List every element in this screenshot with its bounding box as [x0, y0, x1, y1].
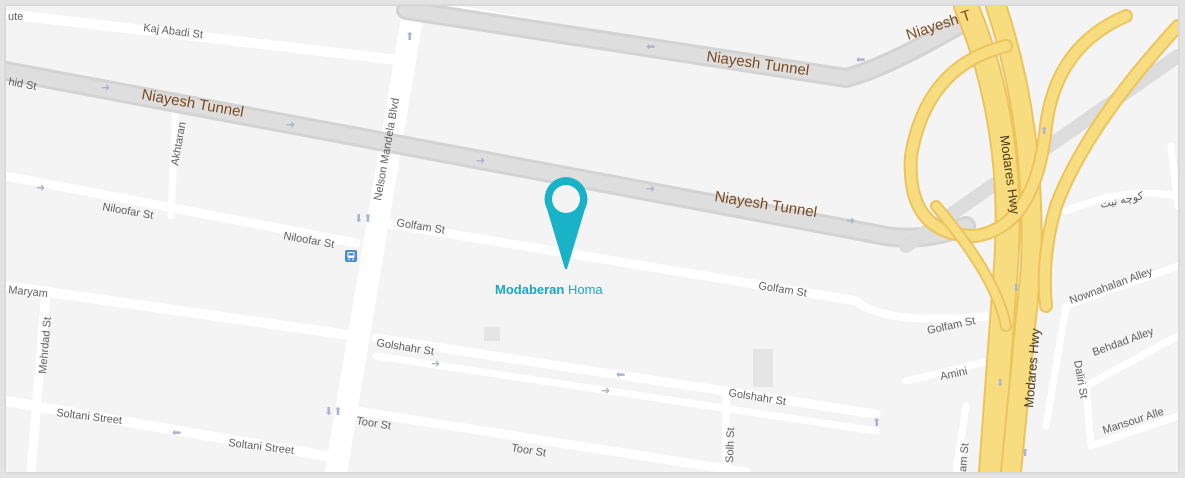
svg-text:⬆: ⬆ — [1040, 126, 1048, 137]
svg-text:⬇⬆: ⬇⬆ — [324, 406, 342, 418]
street-label: am St — [957, 443, 971, 472]
street-label: Niayesh Tunnel — [705, 48, 810, 79]
street-label: Toor St — [511, 442, 547, 459]
svg-text:⬇⬆: ⬇⬆ — [354, 213, 372, 225]
svg-text:➜: ➜ — [286, 119, 295, 131]
street-label: Golfam St — [758, 280, 808, 300]
svg-text:➜: ➜ — [846, 215, 855, 227]
marker-name-rest: Homa — [567, 282, 603, 297]
street-label: Mehrdad St — [37, 317, 54, 375]
marker-name-bold: Modaberan — [495, 282, 565, 297]
street-label: Modares Hwy — [1021, 327, 1043, 408]
svg-text:⬇: ⬇ — [1012, 283, 1020, 294]
map-frame[interactable]: ➜ ➜ ➜ ➜ ➜ ➜ ➜ ➜ ⬅ ⬅ ⬅ ⬅ ⬆ ⬇⬆ ⬇⬆ ⬆ ⬇ ⬆ ⬆ … — [6, 6, 1178, 472]
street-label: Soltani Street — [228, 437, 295, 457]
street-label: Amini — [939, 365, 968, 382]
svg-text:➜: ➜ — [601, 385, 610, 397]
svg-text:➜: ➜ — [36, 182, 45, 194]
street-label: Maryam — [8, 284, 49, 300]
svg-text:⬅: ⬅ — [172, 427, 181, 439]
street-label: Toor St — [356, 415, 392, 432]
svg-text:⬆: ⬆ — [405, 31, 414, 43]
street-label: Nownahalan Alley — [1068, 265, 1155, 306]
svg-text:➜: ➜ — [431, 358, 440, 370]
svg-text:⬅: ⬅ — [616, 369, 625, 381]
location-pin-icon[interactable] — [541, 175, 591, 276]
svg-text:➜: ➜ — [101, 82, 110, 94]
marker-label[interactable]: Modaberan Homa — [495, 282, 603, 297]
svg-text:➜: ➜ — [646, 183, 655, 195]
modares-highway — [903, 6, 1178, 472]
svg-text:⬆: ⬆ — [1021, 448, 1029, 459]
street-label: Solh St — [724, 427, 737, 463]
svg-text:➜: ➜ — [476, 155, 485, 167]
street-label: Golshahr St — [728, 387, 787, 408]
street-label: hid St — [7, 76, 37, 93]
building — [484, 327, 500, 341]
svg-text:⬅: ⬅ — [646, 41, 655, 53]
street-label: Daliri St — [1071, 359, 1090, 399]
street-label: ute — [8, 11, 23, 23]
street-label: Golfam St — [396, 217, 446, 237]
building — [753, 349, 773, 387]
svg-text:⬅: ⬅ — [856, 54, 865, 66]
map-canvas[interactable]: ➜ ➜ ➜ ➜ ➜ ➜ ➜ ➜ ⬅ ⬅ ⬅ ⬅ ⬆ ⬇⬆ ⬇⬆ ⬆ ⬇ ⬆ ⬆ … — [6, 6, 1178, 472]
svg-text:⬇: ⬇ — [996, 378, 1004, 389]
direction-arrows: ➜ ➜ ➜ ➜ ➜ ➜ ➜ ➜ ⬅ ⬅ ⬅ ⬅ ⬆ ⬇⬆ ⬇⬆ ⬆ ⬇ ⬆ ⬆ … — [36, 31, 1048, 459]
bus-stop-icon[interactable] — [345, 249, 357, 267]
street-label: Soltani Street — [56, 407, 123, 427]
svg-text:⬆: ⬆ — [872, 417, 881, 429]
